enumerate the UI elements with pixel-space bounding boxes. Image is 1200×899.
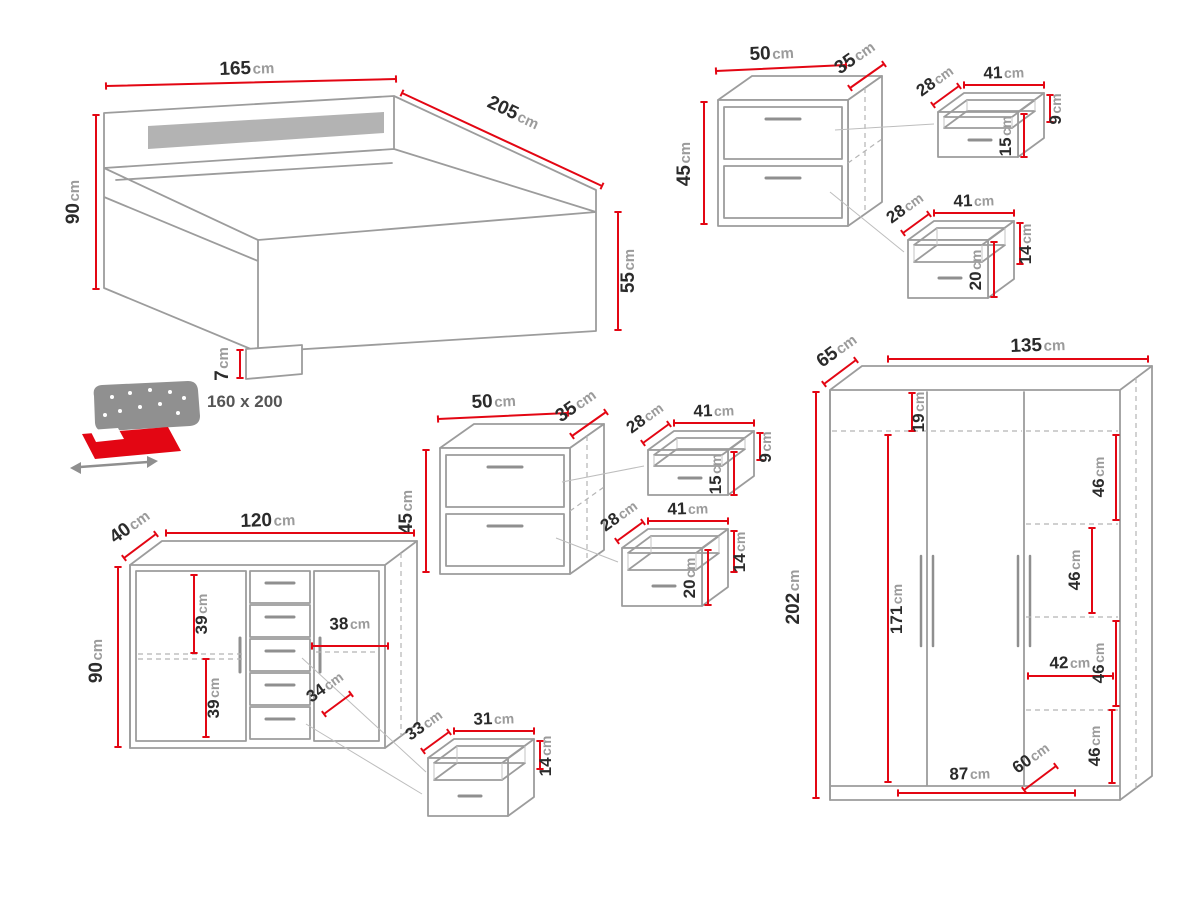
wardrobe-shelf-gap-2-label: 46cm xyxy=(1065,550,1084,591)
dresser-body xyxy=(129,540,418,749)
nightstand-2-height-label: 45cm xyxy=(396,490,417,534)
nightstand-1-bottom-drawer-front-height-label: 20cm xyxy=(966,250,985,291)
wardrobe-shelf-column-width-label: 42cm xyxy=(1049,652,1090,672)
bed-length-label: 205cm xyxy=(484,92,543,134)
mattress-size-icon: 160 x 200 xyxy=(70,381,283,474)
nightstand-1-top-drawer-depth-label: 28cm xyxy=(913,61,957,100)
dresser-drawer-width-label: 31cm xyxy=(473,708,514,728)
nightstand-2-top-drawer-width-label: 41cm xyxy=(693,400,734,420)
bed-width-label: 165cm xyxy=(219,57,275,80)
wardrobe-shelf-gap-3-label: 46cm xyxy=(1089,643,1108,684)
wardrobe-hanging-height-label: 171cm xyxy=(887,584,906,634)
wardrobe-group: 65cm 135cm 202cm 19cm 171cm 46cm 46cm 46… xyxy=(783,329,1152,800)
nightstand-2-top-drawer-back-height-label: 9cm xyxy=(756,431,775,462)
wardrobe-interior-width-label: 87cm xyxy=(949,763,990,783)
nightstand-2-top-drawer-drawing xyxy=(646,429,756,497)
nightstand-1-top-drawer-back-height-label: 9cm xyxy=(1046,93,1065,124)
wardrobe-width-label: 135cm xyxy=(1010,334,1066,357)
icon-pillow xyxy=(90,428,124,442)
nightstand-1-bottom-drawer-width-label: 41cm xyxy=(953,190,994,210)
nightstand-2-width-label: 50cm xyxy=(471,390,516,413)
nightstand-1-bottom-drawer-back-height-label: 14cm xyxy=(1016,224,1035,265)
nightstand-2-bottom-drawer-back-height-label: 14cm xyxy=(730,532,749,573)
bed-leg xyxy=(245,344,303,380)
icon-headboard xyxy=(93,381,200,432)
bed-leg-height-label: 7cm xyxy=(212,347,233,381)
nightstand-1-drawing xyxy=(716,74,884,228)
wardrobe-shelf-gap-1-label: 46cm xyxy=(1089,457,1108,498)
icon-arrow-left-head xyxy=(70,462,81,474)
nightstand-2-bottom-drawer-width-label: 41cm xyxy=(667,498,708,518)
nightstand-2-group: 50cm 35cm 45cm 28cm 41cm 9cm 15cm 28cm 4… xyxy=(396,387,775,608)
icon-width-arrow xyxy=(78,460,150,469)
nightstand-2-dimension-lines xyxy=(426,412,760,605)
nightstand-2-top-drawer-front-height-label: 15cm xyxy=(706,454,725,495)
bed-group: 165cm 205cm 90cm 55cm 7cm xyxy=(63,57,639,381)
dresser-shelf-width-label: 38cm xyxy=(329,613,370,633)
dresser-width-label: 120cm xyxy=(240,509,296,532)
nightstand-1-width-label: 50cm xyxy=(749,42,794,65)
wardrobe-bottom-compartment-label: 46cm xyxy=(1085,726,1104,767)
wardrobe-depth-label: 65cm xyxy=(813,329,861,372)
dresser-upper-compartment-label: 39cm xyxy=(192,594,211,635)
wardrobe-dimension-lines xyxy=(816,359,1148,798)
icon-headboard-dots xyxy=(103,388,186,417)
nightstand-1-dimension-lines xyxy=(704,64,1050,297)
wardrobe-height-label: 202cm xyxy=(783,570,804,625)
dresser-drawer-drawing xyxy=(426,737,536,818)
nightstand-1-top-drawer-front-height-label: 15cm xyxy=(996,116,1015,157)
nightstand-2-bottom-drawer-drawing xyxy=(620,527,730,608)
nightstand-2-drawing xyxy=(438,422,606,576)
bed-headboard-height-label: 90cm xyxy=(63,180,84,224)
mattress-size-label: 160 x 200 xyxy=(207,392,283,411)
dresser-drawer-height-label: 14cm xyxy=(536,736,555,777)
dresser-lower-compartment-label: 39cm xyxy=(204,678,223,719)
nightstand-1-top-drawer-width-label: 41cm xyxy=(983,62,1024,82)
headboard-panel xyxy=(148,112,384,149)
wardrobe-top-gap-label: 19cm xyxy=(909,392,928,433)
bed-dimension-lines xyxy=(96,79,618,378)
nightstand-1-bottom-drawer-drawing xyxy=(906,219,1016,300)
bed-footend-height-label: 55cm xyxy=(618,249,639,293)
dresser-height-label: 90cm xyxy=(86,639,107,683)
nightstand-1-top-drawer-drawing xyxy=(936,91,1046,159)
dresser-dimension-lines xyxy=(118,533,540,769)
nightstand-1-height-label: 45cm xyxy=(674,142,695,186)
icon-arrow-right-head xyxy=(147,456,158,468)
nightstand-2-bottom-drawer-front-height-label: 20cm xyxy=(680,558,699,599)
nightstand-1-group: 50cm 35cm 45cm 28cm 41cm 9cm 15cm 28cm 4… xyxy=(674,39,1065,300)
